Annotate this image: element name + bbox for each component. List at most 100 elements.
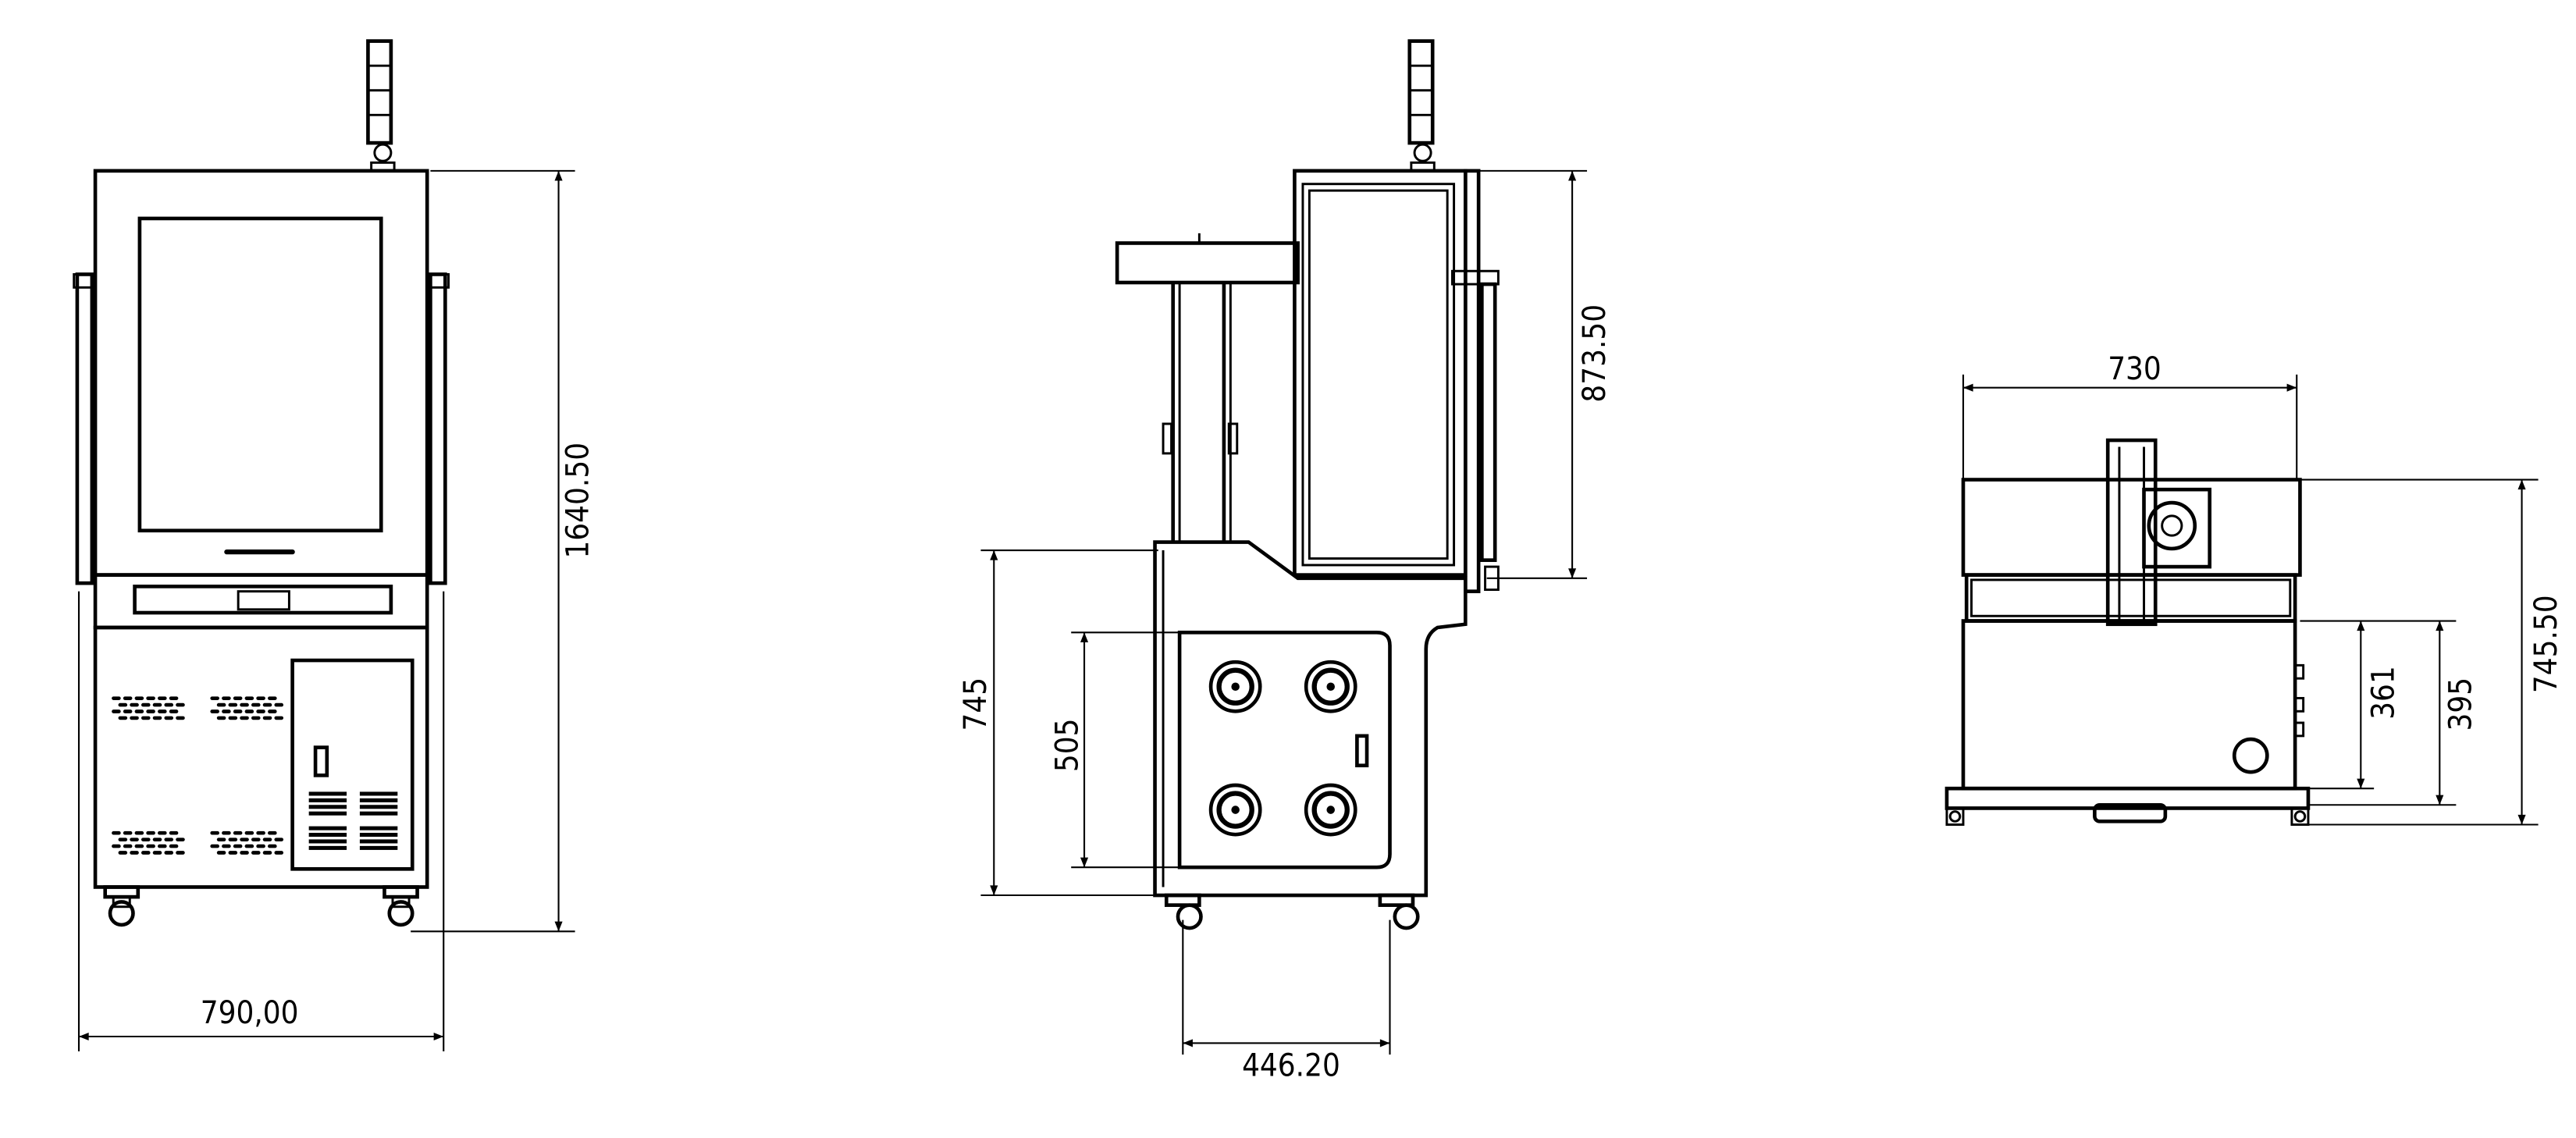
vent-slot <box>158 844 167 848</box>
dim-top-width: 730 <box>2108 351 2161 387</box>
knob <box>1304 783 1357 837</box>
vent-slot <box>233 696 243 700</box>
column <box>2105 438 2158 627</box>
vent-slot <box>158 709 167 713</box>
control-panel <box>237 590 290 611</box>
vent-slot <box>262 702 272 707</box>
handle <box>2093 802 2168 823</box>
door-vent <box>359 811 398 816</box>
vent-slot <box>134 844 144 848</box>
vent-slot <box>244 709 254 713</box>
door-vent <box>359 826 398 830</box>
knob-center <box>1326 805 1335 814</box>
vent-slot <box>141 702 151 707</box>
vent-slot <box>164 837 174 841</box>
caster-left <box>103 885 141 927</box>
vent-slot <box>146 830 155 835</box>
vent-slot <box>233 709 243 713</box>
front-panel <box>1177 630 1392 870</box>
vent-slot <box>268 696 277 700</box>
vent-slot <box>268 709 277 713</box>
dim-top-height: 745.50 <box>2528 595 2564 693</box>
laser-arm <box>1115 233 1300 542</box>
vent-slot <box>123 844 133 848</box>
vent-slot <box>112 709 121 713</box>
vent-slot <box>152 837 162 841</box>
door-vent <box>308 845 347 850</box>
door-vent <box>308 839 347 844</box>
vent-slot <box>228 716 238 720</box>
caster-right <box>382 885 419 927</box>
vent-slot <box>222 830 231 835</box>
vent-slot <box>240 837 249 841</box>
vent-slot <box>130 851 139 855</box>
knobs <box>1208 660 1357 837</box>
rear-rail <box>1463 169 1481 593</box>
vent-slot <box>146 844 155 848</box>
vent-slot <box>228 702 238 707</box>
vent-slot <box>251 716 261 720</box>
vent-slot <box>146 696 155 700</box>
vent-slot <box>134 830 144 835</box>
dim-side-upper-height: 873.50 <box>1577 304 1613 403</box>
vent-slot <box>146 709 155 713</box>
vent-slot <box>210 844 219 848</box>
vent-slot <box>164 702 174 707</box>
vent-slot <box>233 830 243 835</box>
vent-slot <box>152 716 162 720</box>
vent-slot <box>130 837 139 841</box>
vent-slot <box>141 716 151 720</box>
vent-slot <box>244 696 254 700</box>
vent-slot <box>256 709 265 713</box>
vent-slot <box>274 837 284 841</box>
knob-ring <box>1311 667 1350 706</box>
door-vent <box>308 833 347 837</box>
vent-slot <box>158 830 167 835</box>
top-view: 730 745.50 361 395 <box>1944 351 2564 826</box>
vent-slot <box>169 844 179 848</box>
vent-slot <box>112 696 121 700</box>
top-plate <box>1961 478 2302 577</box>
vent-slot <box>222 844 231 848</box>
knob-ring <box>1216 791 1254 829</box>
caster-right <box>1378 893 1420 930</box>
caster-left <box>1164 893 1203 930</box>
signal-beacon <box>1407 39 1436 172</box>
vent-slot <box>123 709 133 713</box>
vent-slot <box>158 696 167 700</box>
electrical-door <box>290 658 415 871</box>
vent-slot <box>274 716 284 720</box>
vent-slot <box>123 696 133 700</box>
vent-slot <box>112 844 121 848</box>
vent-slot <box>256 830 265 835</box>
vent-slot <box>244 830 254 835</box>
vent-slot <box>152 702 162 707</box>
vent-slot <box>222 696 231 700</box>
vent-slot <box>176 851 185 855</box>
vent-slot <box>164 716 174 720</box>
vent-slot <box>262 837 272 841</box>
cabinet-lower <box>93 625 429 889</box>
vent-slot <box>251 837 261 841</box>
enclosure <box>1293 169 1468 577</box>
vent-slot <box>251 851 261 855</box>
knob-center <box>1231 682 1240 691</box>
knob-ring <box>1216 667 1254 706</box>
side-rails <box>73 272 450 585</box>
knob <box>1304 660 1357 713</box>
dim-front-width: 790,00 <box>201 995 299 1031</box>
cabinet-upper <box>93 169 429 577</box>
dim-side-base-height: 745 <box>958 677 994 731</box>
vent-slot <box>240 851 249 855</box>
dim-top-inner-a: 361 <box>2365 666 2401 720</box>
vent-slot <box>123 830 133 835</box>
vent-slot <box>130 702 139 707</box>
vent-slot <box>169 709 179 713</box>
vents <box>112 696 284 855</box>
base-body <box>1961 619 2297 791</box>
vent-slot <box>256 844 265 848</box>
vent-slot <box>176 716 185 720</box>
vent-slot <box>176 702 185 707</box>
door-vent <box>359 805 398 809</box>
